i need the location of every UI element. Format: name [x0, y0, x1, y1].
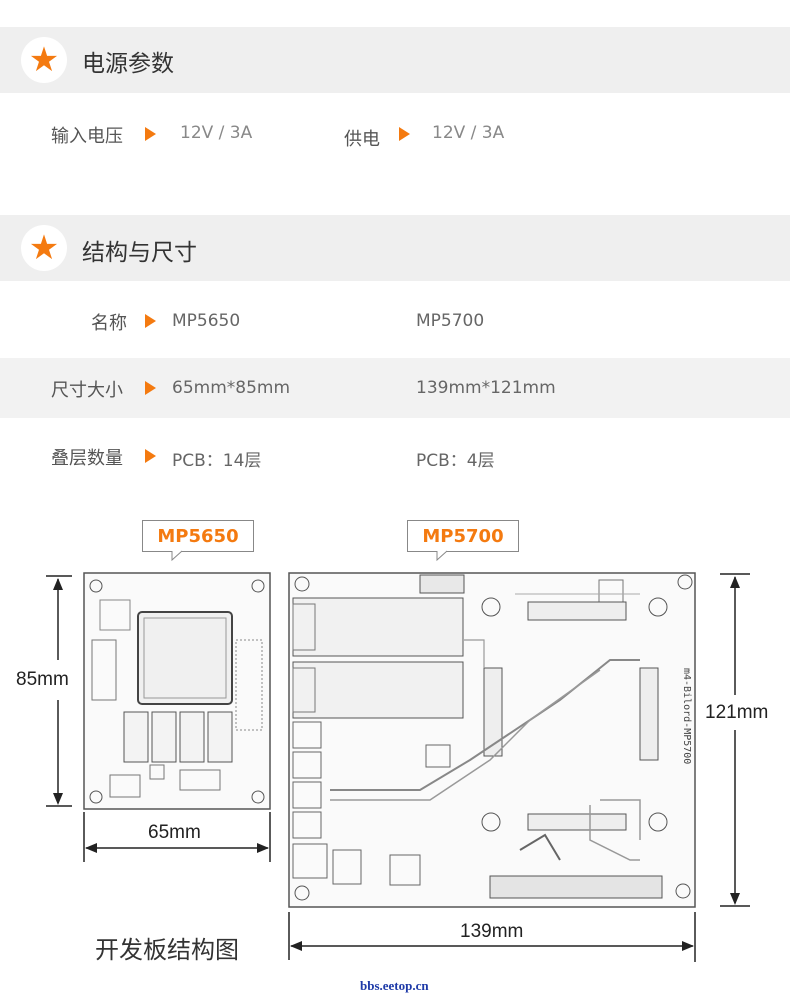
section-header-structure: ★ 结构与尺寸 [0, 215, 790, 281]
board-callout-mp5700: MP5700 [407, 520, 519, 552]
supply-label: 供电 [344, 129, 380, 150]
section-title-structure: 结构与尺寸 [82, 240, 197, 266]
footer-watermark: bbs.eetop.cn [360, 978, 429, 993]
spec-value-mp5700: 139mm*121mm [416, 378, 556, 398]
spec-label: 尺寸大小 [51, 380, 123, 401]
arrow-icon [145, 381, 156, 395]
spec-label: 叠层数量 [51, 448, 123, 469]
spec-value-mp5650: PCB：14层 [172, 451, 262, 471]
arrow-icon [145, 314, 156, 328]
small-board-height-label: 85mm [16, 669, 69, 690]
spec-row-bg [0, 358, 790, 418]
input-voltage-label: 输入电压 [51, 126, 123, 147]
board-silkscreen-text: m4-Bilord-MP5700 [681, 668, 692, 764]
diagram-caption: 开发板结构图 [95, 936, 239, 964]
spec-value-mp5650: 65mm*85mm [172, 378, 291, 398]
large-board-width-label: 139mm [460, 921, 524, 942]
large-board-height-label: 121mm [705, 702, 769, 723]
spec-value-mp5700: PCB：4层 [416, 451, 495, 471]
arrow-icon [145, 127, 156, 141]
spec-value-mp5700: MP5700 [416, 311, 485, 331]
arrow-icon [399, 127, 410, 141]
small-board-width-label: 65mm [148, 822, 201, 843]
arrow-icon [145, 449, 156, 463]
supply-value: 12V / 3A [432, 123, 505, 143]
star-icon: ★ [21, 225, 67, 271]
spec-label: 名称 [91, 313, 127, 334]
input-voltage-value: 12V / 3A [180, 123, 253, 143]
section-header-power: ★ 电源参数 [0, 27, 790, 93]
spec-value-mp5650: MP5650 [172, 311, 241, 331]
star-icon: ★ [21, 37, 67, 83]
board-mp5700 [288, 572, 696, 908]
board-callout-mp5650: MP5650 [142, 520, 254, 552]
board-mp5650 [83, 572, 271, 810]
section-title-power: 电源参数 [82, 51, 174, 77]
